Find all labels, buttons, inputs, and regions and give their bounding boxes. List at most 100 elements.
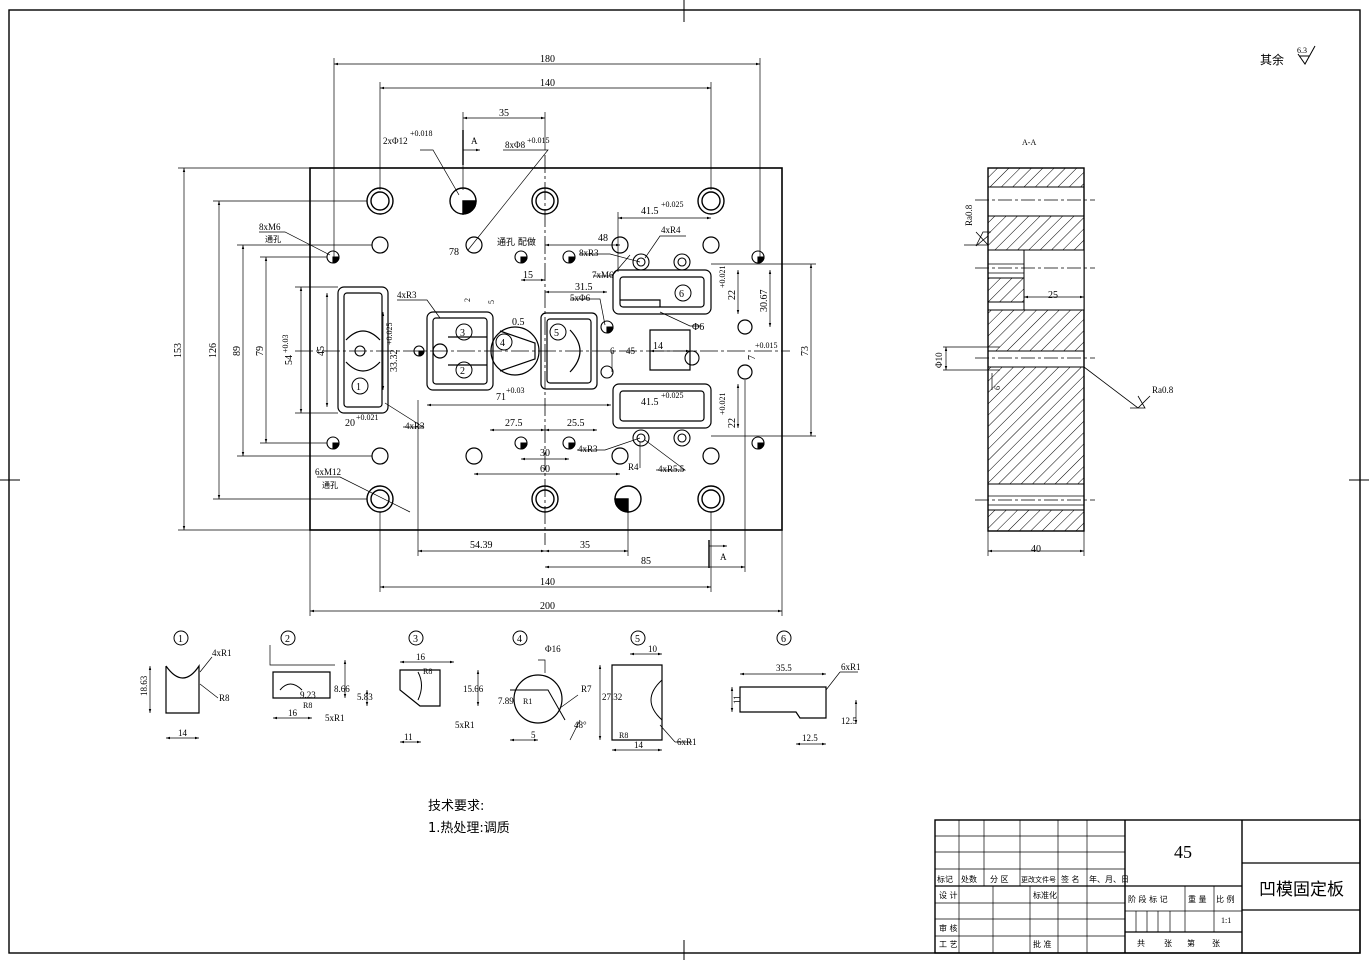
section-title: A-A [1022, 138, 1036, 147]
dim-15: 15 [523, 270, 533, 281]
dim-7-tol: +0.015 [755, 341, 778, 350]
dim-71: 71 [496, 392, 506, 403]
detail-3-num: 3 [413, 634, 418, 645]
detail-2-w: 16 [288, 708, 298, 718]
sheet-unit-2: 张 [1212, 939, 1220, 948]
detail-6-w: 35.5 [776, 663, 792, 673]
callout-8xr3: 8xR3 [579, 248, 599, 258]
dim-45-small: 45 [626, 346, 636, 356]
callout-8x8: 8xΦ8 [505, 140, 526, 150]
section-view: A-A Ra0.8 Ra0.8 25 40 Φ10 6 [934, 138, 1174, 556]
dim-27-5: 27.5 [505, 418, 523, 429]
dim-22-bot-tol: +0.021 [718, 392, 727, 415]
detail-5-num: 5 [635, 634, 640, 645]
tech-item-1: 1.热处理:调质 [428, 821, 510, 836]
detail-2-h: 8.66 [334, 684, 350, 694]
callout-2x12: 2xΦ12 [383, 136, 408, 146]
approve-label: 批 准 [1033, 939, 1052, 949]
stage-label: 阶 段 标 记 [1128, 894, 1168, 904]
balloons [351, 284, 692, 395]
tech-requirements: 技术要求: 1.热处理:调质 [428, 799, 510, 836]
balloon-4: 4 [500, 338, 505, 349]
detail-5-w: 10 [648, 644, 658, 654]
detail-6-num: 6 [781, 634, 786, 645]
dim-140-top: 140 [540, 78, 555, 89]
detail-6-r2: 6xR1 [841, 662, 861, 672]
detail-6-w2: 12.5 [802, 733, 818, 743]
callout-4xr5: 4xR5.5 [658, 464, 685, 474]
dim-25-5: 25.5 [567, 418, 585, 429]
detail-1-h: 18.63 [139, 675, 149, 696]
detail-6-h2: 12.5 [841, 716, 857, 726]
dim-7: 7 [747, 355, 758, 360]
callout-4xr3-c: 4xR3 [578, 444, 598, 454]
title-block-text: 45 凹模固定板 标记 处数 分 区 更改文件号 签 名 年、月、日 设 计 标… [937, 842, 1344, 949]
section-dim-40: 40 [1031, 544, 1041, 555]
dim-33-32: 33.32 [389, 350, 400, 373]
sheet-no-label: 第 [1187, 938, 1195, 948]
dim-54-39: 54.39 [470, 540, 493, 551]
callout-4xr3-a: 4xR3 [397, 290, 417, 300]
detail-2-num: 2 [285, 634, 290, 645]
dim-20: 20 [345, 418, 355, 429]
review-label: 审 核 [939, 923, 958, 933]
standard-label: 标准化 [1033, 890, 1057, 900]
dim-33-32-tol: +0.025 [385, 322, 394, 345]
dim-2: 2 [463, 298, 472, 302]
balloon-6: 6 [679, 289, 684, 300]
dim-41-top: 41.5 [641, 206, 659, 217]
callout-through-1: 通孔 [265, 234, 281, 244]
section-dim-25: 25 [1048, 290, 1058, 301]
section-dim-phi10: Φ10 [934, 352, 944, 368]
detail-4-ang: 48° [574, 720, 587, 730]
threaded-holes [326, 250, 765, 450]
dim-71-tol: +0.03 [506, 386, 525, 395]
dim-78: 78 [449, 247, 459, 258]
cavity-6 [612, 269, 712, 429]
callout-through-match: 通孔 配做 [497, 236, 536, 248]
dim-126: 126 [208, 343, 219, 358]
dim-200: 200 [540, 601, 555, 612]
dim-14: 14 [653, 341, 663, 352]
detail-3-r2: 5xR1 [455, 720, 475, 730]
section-ra-top: Ra0.8 [964, 204, 974, 226]
detail-5-r: R8 [619, 731, 628, 740]
dim-180: 180 [540, 54, 555, 65]
roughness-note: 其余 6.3 [1260, 45, 1316, 67]
section-mark-a-bot: A [720, 552, 727, 562]
dim-35-bot: 35 [580, 540, 590, 551]
detail-3-w: 16 [416, 652, 426, 662]
hdr-sign: 签 名 [1061, 874, 1080, 884]
process-label: 工 艺 [939, 940, 958, 949]
callout-2x12-tol: +0.018 [410, 129, 433, 138]
tech-title: 技术要求: [428, 799, 484, 814]
dim-22-bot: 22 [727, 418, 738, 428]
weight-label: 重 量 [1188, 894, 1207, 904]
dim-140-bot: 140 [540, 577, 555, 588]
design-label: 设 计 [939, 890, 958, 900]
title-block [934, 819, 1361, 954]
dim-31-5: 31.5 [575, 282, 593, 293]
hdr-count: 处数 [961, 874, 977, 884]
scale-label: 比 例 [1216, 894, 1235, 904]
detail-2-r2: 5xR1 [325, 713, 345, 723]
material: 45 [1174, 842, 1192, 862]
callout-4xr3-b: 4xR3 [405, 421, 425, 431]
dim-5: 5 [487, 300, 496, 304]
detail-2-r: R8 [303, 701, 312, 710]
dim-35-top: 35 [499, 108, 509, 119]
balloon-1: 1 [356, 382, 361, 393]
balloon-5: 5 [554, 328, 559, 339]
scale-value: 1:1 [1221, 916, 1231, 925]
detail-4-w: 5 [531, 730, 536, 740]
hdr-change-doc: 更改文件号 [1021, 875, 1056, 884]
dim-6: 6 [610, 346, 615, 356]
hdr-mark: 标记 [937, 874, 953, 884]
callout-4xr4: 4xR4 [661, 225, 681, 235]
cavity-5 [540, 312, 598, 390]
detail-5-h: 27.32 [602, 692, 622, 702]
detail-3-w2: 11 [404, 732, 413, 742]
dim-54-tol: +0.03 [281, 334, 290, 353]
